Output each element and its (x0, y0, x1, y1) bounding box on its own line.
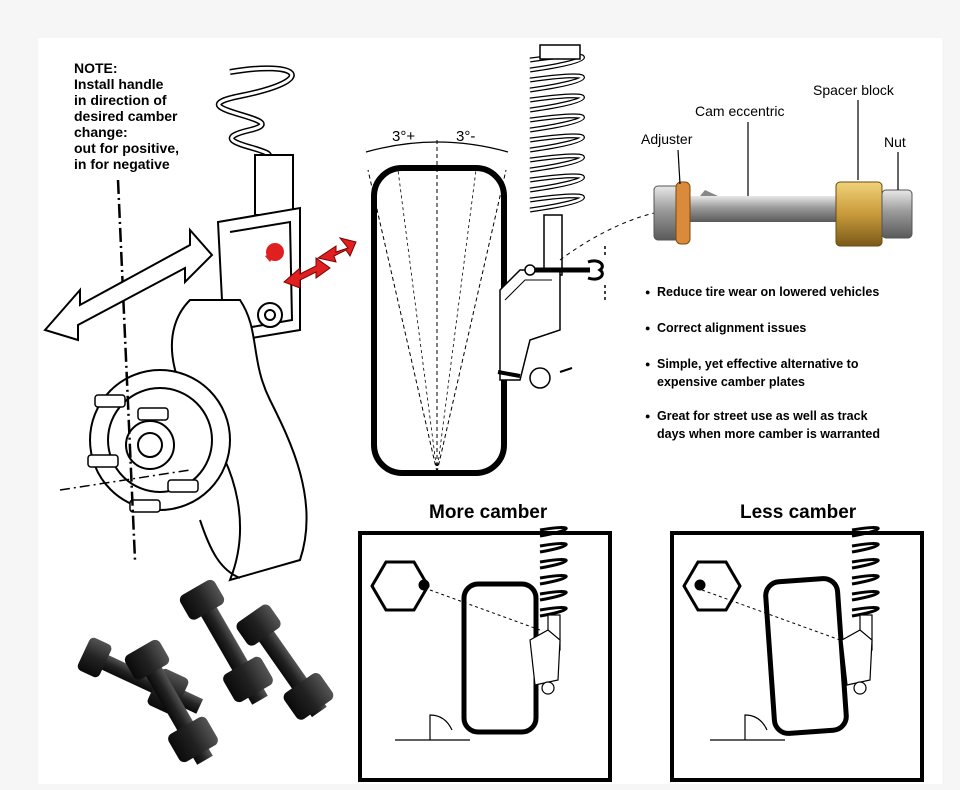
note-line: out for positive, (74, 140, 179, 156)
note-line: NOTE: (74, 60, 118, 76)
install-note: NOTE: Install handle in direction of des… (74, 60, 264, 172)
benefit-item: Correct alignment issues (645, 319, 945, 337)
red-arrows-icon (283, 237, 357, 289)
cam-eccentric-part (740, 196, 790, 222)
more-camber-panel (358, 526, 612, 782)
benefit-item: Reduce tire wear on lowered vehicles (645, 283, 945, 301)
note-line: in for negative (74, 156, 170, 172)
note-line: in direction of (74, 92, 167, 108)
knuckle-illustration (59, 65, 308, 582)
less-camber-panel (670, 526, 924, 782)
black-camber-bolts (77, 579, 334, 765)
spacer-block-part (835, 181, 883, 247)
benefits-list: Reduce tire wear on lowered vehicles Cor… (645, 283, 945, 459)
camber-bolt-photo (653, 181, 913, 247)
spacer-block-label: Spacer block (813, 82, 894, 98)
nut-label: Nut (884, 134, 906, 150)
note-line: desired camber (74, 108, 178, 124)
cam-eccentric-label: Cam eccentric (695, 103, 785, 119)
part-leader-lines (677, 100, 899, 196)
less-camber-heading: Less camber (740, 502, 857, 523)
note-line: Install handle (74, 76, 164, 92)
positive-angle-label: 3°+ (392, 128, 416, 145)
benefit-item: Simple, yet effective alternative toexpe… (645, 355, 945, 391)
adjuster-washer (675, 181, 691, 245)
nut-part (881, 189, 913, 239)
camber-angle-diagram (365, 44, 661, 476)
benefit-item: Great for street use as well as trackday… (645, 407, 945, 443)
more-camber-heading: More camber (429, 502, 548, 523)
negative-angle-label: 3°- (456, 128, 476, 145)
double-arrow-icon (43, 227, 214, 342)
adjuster-label: Adjuster (641, 131, 693, 147)
note-line: change: (74, 124, 128, 140)
